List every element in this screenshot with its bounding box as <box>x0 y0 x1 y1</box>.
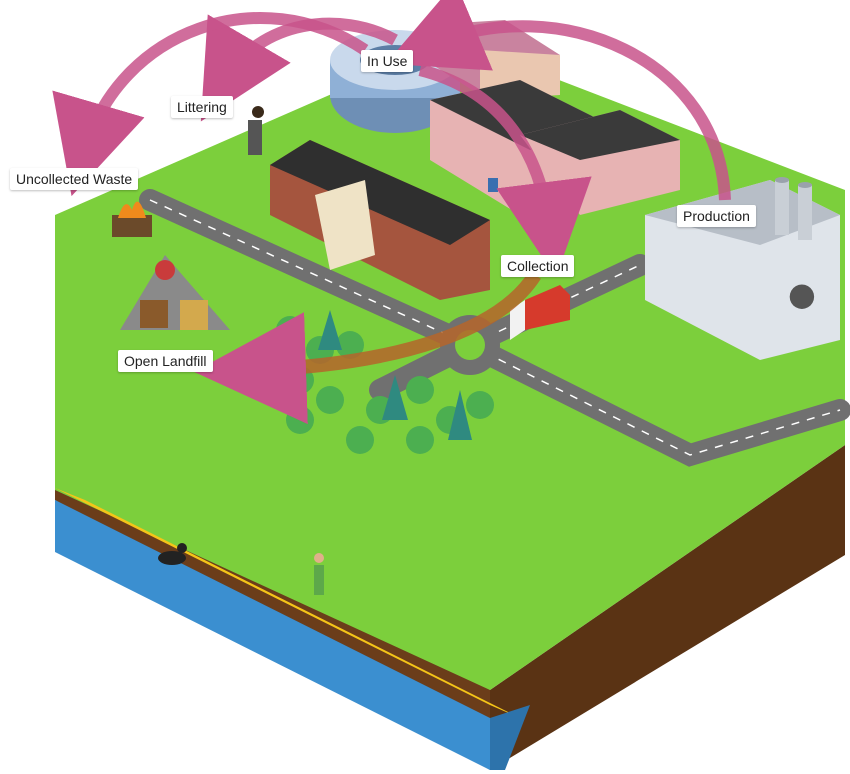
littering-person <box>248 106 264 155</box>
truck-icon <box>510 285 570 340</box>
arrow-in-use-to-uncollected <box>52 12 369 197</box>
soil-right-face <box>490 445 845 770</box>
pedestrian-icon <box>314 553 324 595</box>
fire-icon <box>112 201 152 237</box>
sand-strip <box>55 488 520 718</box>
apple-logo-icon: ● <box>788 275 816 313</box>
river <box>55 500 490 770</box>
label-production: Production <box>677 205 756 227</box>
label-in-use: In Use <box>361 50 414 72</box>
arrow-production-to-in-use <box>385 0 731 201</box>
river-edge <box>490 705 530 770</box>
label-uncollected-waste: Uncollected Waste <box>10 168 139 190</box>
soil-edge-pattern <box>55 230 75 460</box>
label-littering: Littering <box>171 96 233 118</box>
brick-apartment-block <box>270 140 490 300</box>
label-open-landfill: Open Landfill <box>118 350 213 372</box>
arrow-in-use-to-collection <box>418 64 592 278</box>
flow-arrows <box>52 0 731 278</box>
label-collection: Collection <box>501 255 575 277</box>
duck-icon <box>158 543 187 565</box>
collection-arrow <box>194 271 541 425</box>
